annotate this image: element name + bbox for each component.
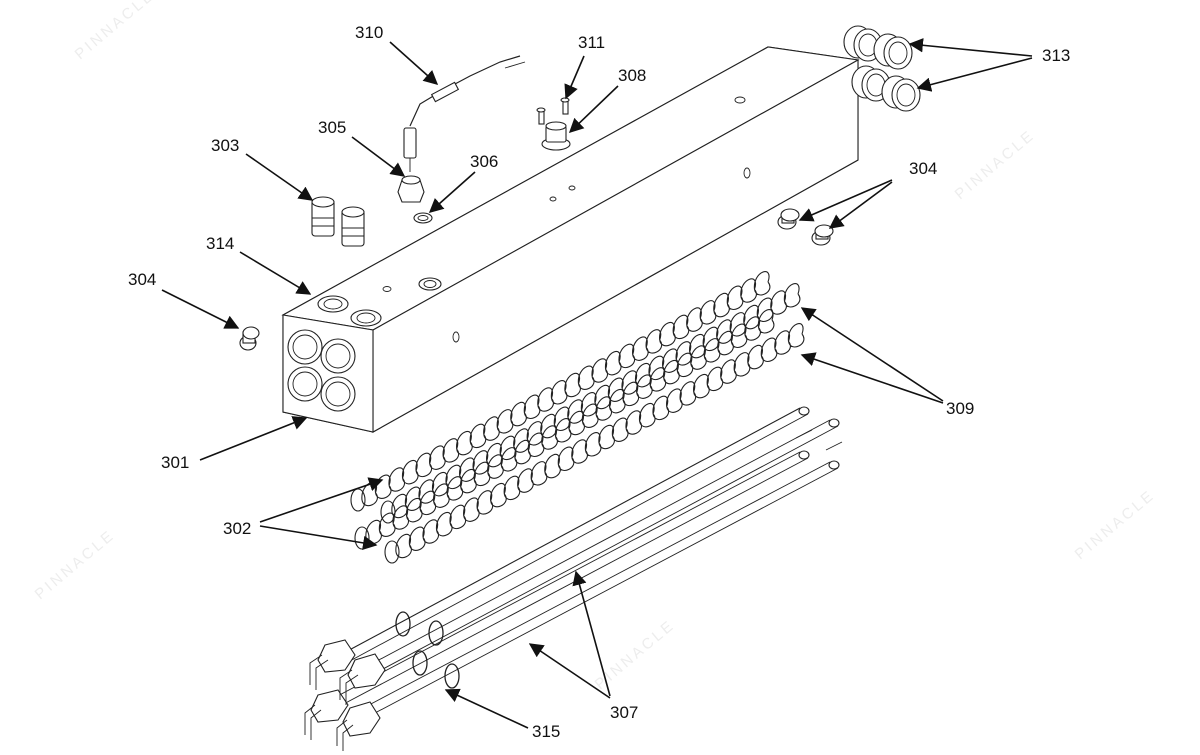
- callout-304-right: 304: [909, 159, 937, 178]
- callout-314: 314: [206, 234, 234, 253]
- callout-307: 307: [610, 703, 638, 722]
- callout-302: 302: [223, 519, 251, 538]
- callout-308: 308: [618, 66, 646, 85]
- end-face-ports: [287, 329, 356, 412]
- screws-311: [536, 97, 570, 125]
- callout-310: 310: [355, 23, 383, 42]
- spring-end: [384, 540, 400, 564]
- spring-coil: [395, 323, 805, 559]
- spring-coil: [365, 309, 775, 545]
- sensor-310: [403, 55, 526, 172]
- washer-306: [413, 212, 433, 224]
- plugs-313: [843, 25, 921, 112]
- fittings-303: [311, 196, 365, 247]
- watermark-text: PINNACLE: [32, 526, 119, 603]
- o-rings-315: [395, 611, 460, 689]
- spring-end: [350, 488, 366, 512]
- watermark: PINNACLE PINNACLE PINNACLE PINNACLE PINN…: [32, 0, 1159, 693]
- callout-311: 311: [578, 33, 605, 52]
- heater-block-301: [281, 46, 860, 433]
- watermark-text: PINNACLE: [72, 0, 159, 63]
- spring-coil: [391, 283, 801, 519]
- callout-306: 306: [470, 152, 498, 171]
- fitting-305: [397, 175, 425, 203]
- spring-end: [354, 526, 370, 550]
- callout-309: 309: [946, 399, 974, 418]
- callout-305: 305: [318, 118, 346, 137]
- thermostat-308: [541, 121, 571, 151]
- watermark-text: PINNACLE: [1072, 486, 1159, 563]
- callout-labels: 310 311 308 313 305 306 303 304 314 304 …: [128, 23, 1070, 741]
- coil-springs: [350, 271, 805, 564]
- watermark-text: PINNACLE: [592, 616, 679, 693]
- watermark-text: PINNACLE: [952, 126, 1039, 203]
- callout-313: 313: [1042, 46, 1070, 65]
- callout-315: 315: [532, 722, 560, 741]
- callout-304-left: 304: [128, 270, 156, 289]
- small-plugs-304: [239, 208, 834, 351]
- heater-rods-307: [304, 406, 843, 751]
- rod-terminal-heads: [304, 639, 386, 751]
- leader-lines: [161, 38, 1033, 729]
- callout-301: 301: [161, 453, 189, 472]
- callout-303: 303: [211, 136, 239, 155]
